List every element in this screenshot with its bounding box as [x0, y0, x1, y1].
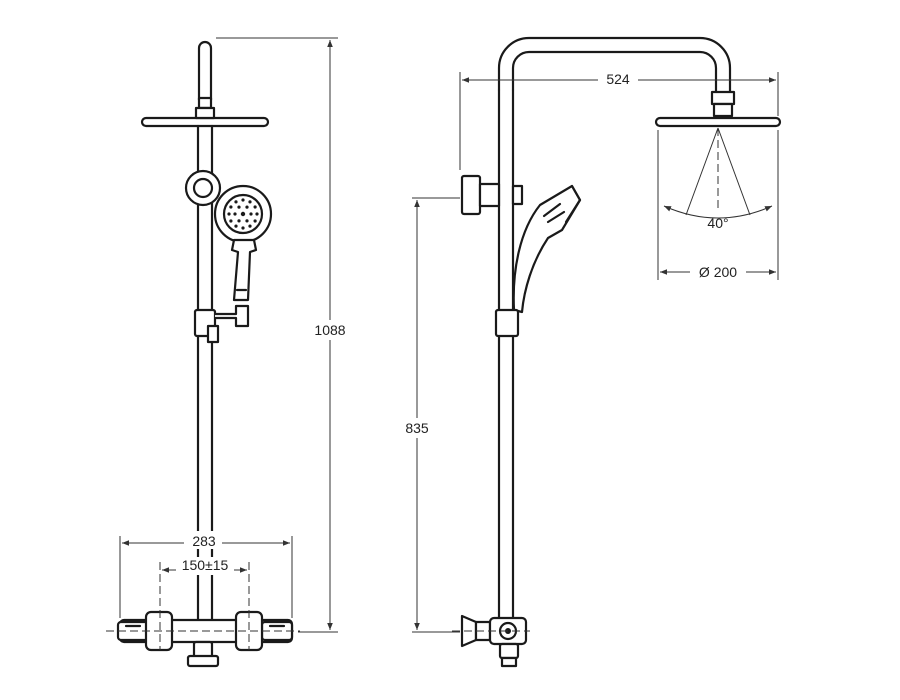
- spray-jet: [255, 212, 259, 216]
- spray-jet: [234, 224, 238, 228]
- dim-mixer-width: 283: [192, 533, 216, 549]
- spray-jet: [245, 205, 249, 209]
- dim-total-height: 1088: [314, 322, 345, 338]
- side-hand-shower-face: [564, 184, 582, 224]
- side-arm-nut: [710, 90, 736, 106]
- front-swivel-ring-inner: [192, 177, 214, 199]
- spray-jet: [229, 219, 233, 223]
- front-shower-head: [140, 116, 270, 128]
- side-shower-arm-inner: [511, 50, 718, 94]
- side-clamp-collar: [511, 184, 524, 206]
- spray-jet: [233, 212, 237, 216]
- side-view: 40° 524 Ø 200 835: [397, 36, 782, 668]
- front-holder-clip: [206, 324, 220, 344]
- side-slide-holder: [494, 308, 520, 338]
- front-holder-bracket: [215, 304, 250, 328]
- side-mixer-body: [460, 614, 528, 668]
- side-shower-head: [654, 116, 782, 128]
- side-clamp-arm: [478, 182, 501, 208]
- spray-jet: [241, 226, 245, 230]
- front-arm-nut: [197, 96, 213, 110]
- side-head-hub: [712, 102, 734, 118]
- spray-jet: [253, 205, 257, 209]
- spray-jet: [245, 219, 249, 223]
- spray-jet: [237, 219, 241, 223]
- spray-jet: [234, 200, 238, 204]
- side-clamp-block: [460, 174, 482, 216]
- front-hand-shower: [213, 184, 273, 302]
- spray-jet: [237, 205, 241, 209]
- spray-jet: [248, 224, 252, 228]
- spray-left: [685, 127, 719, 216]
- dim-holder-height: 835: [405, 420, 429, 436]
- dim-arm-reach: 524: [606, 71, 630, 87]
- front-head-hub: [194, 106, 216, 120]
- spray-jet: [241, 198, 245, 202]
- side-hand-shower: [512, 184, 582, 314]
- side-hand-shower-detail: [542, 202, 566, 224]
- spray-angle-arc: [663, 205, 773, 219]
- spray-jet: [253, 219, 257, 223]
- spray-right: [717, 127, 751, 216]
- spray-jet: [249, 212, 253, 216]
- front-view: 1088 283 150±15: [106, 37, 354, 668]
- front-shower-arm: [197, 40, 213, 102]
- dim-spray-angle: 40°: [707, 215, 728, 231]
- spray-jet: [229, 205, 233, 209]
- front-mixer-body: [116, 610, 294, 668]
- spray-jet: [248, 200, 252, 204]
- dim-inlet-centers: 150±15: [182, 557, 229, 573]
- side-shower-arm-outer: [497, 36, 732, 94]
- dim-head-diameter: Ø 200: [699, 264, 737, 280]
- spray-jet: [227, 212, 231, 216]
